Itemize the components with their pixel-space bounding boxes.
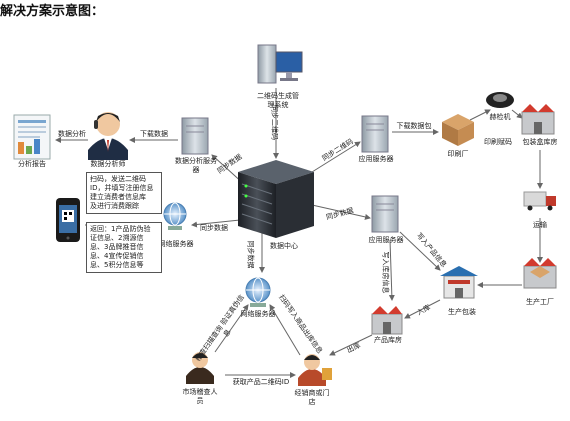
label-dealer-store: 经销商或门店	[294, 389, 330, 406]
label-data-center: 数据中心	[270, 242, 298, 250]
label-product-warehouse: 产品库房	[374, 336, 402, 344]
edge-label-download-pack: 下载数据包	[396, 122, 432, 130]
edge-label-download-data: 下载数据	[140, 130, 168, 138]
label-app-server-top: 应用服务器	[358, 155, 394, 163]
label-production-packaging: 生产包装	[448, 308, 476, 316]
page-title: 解决方案示意图：	[0, 4, 105, 19]
return-box-line: 息、5积分信息等	[90, 261, 144, 269]
edge-label-sync-code: 同步二维码	[270, 105, 279, 140]
network-server-mid-icon	[245, 277, 271, 307]
label-analyst: 数据分析师	[90, 160, 126, 168]
label-production-factory: 生产工厂	[526, 298, 554, 306]
edge-label-data-analysis: 数据分析	[58, 130, 86, 138]
market-inspector-icon	[186, 352, 214, 384]
return-box-line: 证信息、2溯源信	[90, 234, 144, 242]
label-report: 分析报告	[18, 160, 46, 168]
inspector-device-icon	[486, 92, 514, 108]
return-box-line: 返回：1产品防伪验	[90, 225, 151, 233]
edge-center-to-app-top	[311, 141, 361, 173]
label-analysis-server: 数据分析服务器	[175, 157, 217, 174]
smartphone-icon	[56, 198, 80, 242]
edge-app-mid-to-warehouse	[388, 239, 395, 301]
analyst-icon	[88, 112, 128, 160]
edge-label-write-warehouse: 写入库房信息	[381, 251, 390, 294]
label-app-server-mid: 应用服务器	[368, 236, 404, 244]
analysis-server-icon	[181, 117, 209, 155]
edge-app-mid-to-packaging	[399, 231, 441, 271]
data-center-icon	[238, 160, 314, 238]
label-network-server-mid: 网络服务器	[240, 310, 276, 318]
edge-dealer-to-net-mid	[269, 304, 301, 356]
edge-warehouse-to-dealer	[329, 334, 373, 356]
packaging-warehouse-icon	[521, 104, 555, 135]
edge-packaging-to-warehouse	[404, 299, 441, 319]
label-code-system: 二维码生成管理系统	[257, 92, 299, 109]
edge-label-sync-data-4: 同步数据	[246, 240, 255, 269]
production-packaging-icon	[440, 266, 478, 299]
code-system-icon	[257, 44, 303, 84]
production-factory-icon	[523, 258, 557, 289]
label-print-code: 印刷赋码	[484, 138, 512, 146]
edge-center-to-app-mid	[311, 204, 371, 220]
return-box-line: 息、4宣传促销信	[90, 252, 144, 260]
label-network-server-left: 网络服务器	[158, 240, 194, 248]
label-inspector-device: 赫检机	[489, 113, 511, 121]
edge-center-to-net-left	[191, 219, 241, 228]
app-server-top-icon	[361, 115, 389, 153]
edge-label-sync-data-3: 同步数据	[200, 224, 228, 232]
edge-inspector-to-net-mid	[214, 304, 249, 353]
label-printer-factory: 印刷厂	[447, 150, 469, 158]
phone-box-line: 及进行消费跟踪	[90, 202, 139, 210]
network-server-left-icon	[163, 202, 187, 230]
phone-box-line: 扫码，发送二维码	[90, 175, 146, 183]
label-market-inspector: 市场稽查人员	[182, 388, 218, 405]
phone-box-line: 建立消费者信息库	[90, 193, 146, 201]
return-info-box: 返回：1产品防伪验 证信息、2溯源信 息、3品牌推音信 息、4宣传促销信 息、5…	[86, 222, 162, 273]
edge-printer-to-inspector	[469, 109, 491, 121]
printer-factory-icon	[442, 114, 474, 146]
truck-icon	[523, 191, 556, 211]
label-transport: 运输	[533, 221, 547, 229]
label-packaging-warehouse: 包装盒库房	[522, 138, 558, 146]
dealer-icon	[298, 354, 332, 386]
phone-process-box: 扫码，发送二维码 ID，并填写注册信息 建立消费者信息库 及进行消费跟踪	[86, 172, 162, 214]
phone-box-line: ID，并填写注册信息	[90, 184, 154, 192]
edge-inspector-to-pack	[511, 109, 523, 119]
edge-label-get-code: 获取产品二维码ID	[232, 378, 290, 386]
report-icon	[13, 114, 51, 160]
product-warehouse-icon	[371, 306, 403, 335]
app-server-mid-icon	[371, 195, 399, 233]
return-box-line: 息、3品牌推音信	[90, 243, 144, 251]
